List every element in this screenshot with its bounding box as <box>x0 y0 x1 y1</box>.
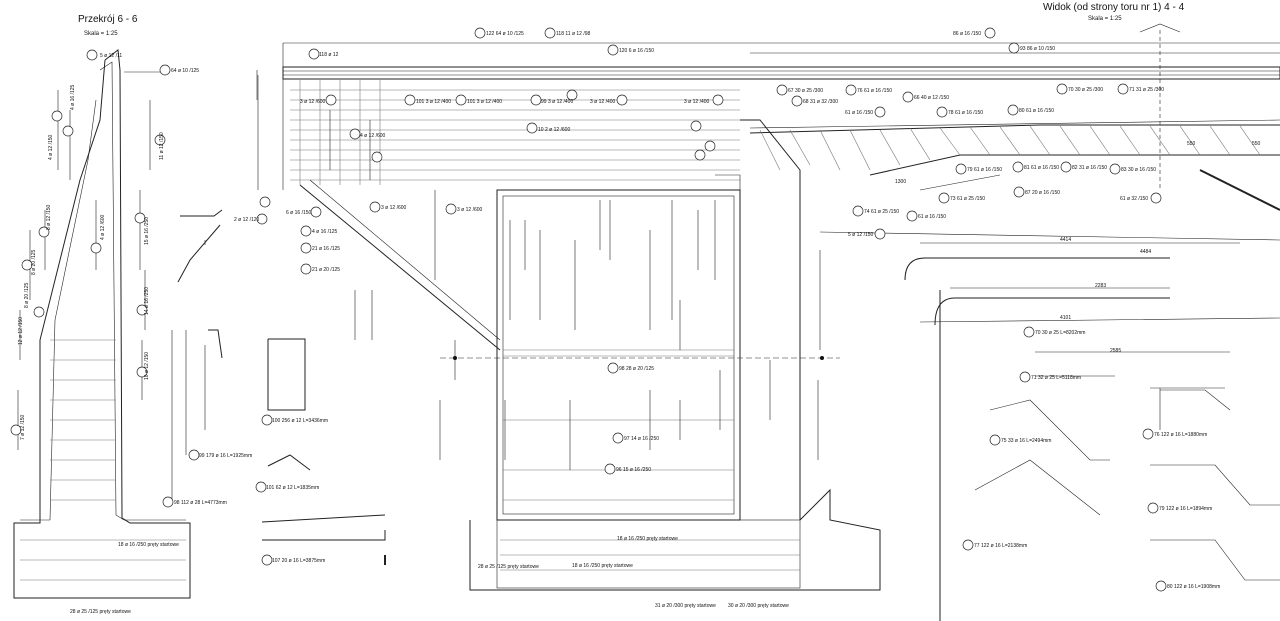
svg-text:7 ø 12 /150: 7 ø 12 /150 <box>20 414 26 440</box>
bar-shapes-right: 4414 4484 2283 4101 2585 70 30 ø 25 L=82… <box>904 237 1280 621</box>
svg-text:3 ø 12 /600: 3 ø 12 /600 <box>381 205 407 211</box>
svg-text:64 ø 10 /125: 64 ø 10 /125 <box>171 68 199 74</box>
svg-text:77 122 ø 16 L=2138mm: 77 122 ø 16 L=2138mm <box>974 543 1027 549</box>
svg-text:79 122 ø 16 L=1894mm: 79 122 ø 16 L=1894mm <box>1159 506 1212 512</box>
svg-text:8 ø 20 /125: 8 ø 20 /125 <box>31 249 37 275</box>
svg-text:4 ø 16 /125: 4 ø 16 /125 <box>312 229 338 235</box>
svg-text:10 2 ø 12 /600: 10 2 ø 12 /600 <box>538 127 570 133</box>
svg-text:68 31 ø 32 /300: 68 31 ø 32 /300 <box>803 99 838 105</box>
svg-text:80 61 ø 16 /150: 80 61 ø 16 /150 <box>1019 108 1054 114</box>
svg-text:100 256 ø 12 L=3436mm: 100 256 ø 12 L=3436mm <box>272 418 328 424</box>
svg-text:8 ø 12 /150: 8 ø 12 /150 <box>46 204 52 230</box>
svg-text:6 ø 16 /150: 6 ø 16 /150 <box>286 210 312 216</box>
svg-text:2283: 2283 <box>1095 283 1106 289</box>
svg-text:14 ø 16 /250: 14 ø 16 /250 <box>144 287 150 315</box>
svg-text:107 20 ø 16 L=3875mm: 107 20 ø 16 L=3875mm <box>272 558 325 564</box>
svg-text:2585: 2585 <box>1110 348 1121 354</box>
svg-text:550: 550 <box>1252 141 1261 147</box>
svg-text:11 ø 12 /150: 11 ø 12 /150 <box>159 132 165 160</box>
svg-text:96 15 ø 16 /250: 96 15 ø 16 /250 <box>616 467 651 473</box>
svg-text:101 62 ø 12 L=1835mm: 101 62 ø 12 L=1835mm <box>266 485 319 491</box>
main-view: 122 64 ø 10 /125 118 11 ø 12 /98 120 6 ø… <box>234 27 1280 609</box>
svg-text:4 ø 16 /125: 4 ø 16 /125 <box>70 84 76 110</box>
svg-text:99 3 ø 12 /400: 99 3 ø 12 /400 <box>541 99 573 105</box>
svg-text:70 30 ø 25 L=8202mm: 70 30 ø 25 L=8202mm <box>1035 330 1085 336</box>
view-4-4: Widok (od strony toru nr 1) 4 - 4 Skala … <box>749 2 1280 241</box>
svg-text:87 20 ø 16 /150: 87 20 ø 16 /150 <box>1025 190 1060 196</box>
svg-text:71 31 ø 25 /300: 71 31 ø 25 /300 <box>1129 87 1164 93</box>
svg-text:1300: 1300 <box>895 179 906 185</box>
svg-text:8 ø 20 /125: 8 ø 20 /125 <box>24 282 30 308</box>
svg-text:3 ø 12 /600: 3 ø 12 /600 <box>300 99 326 105</box>
svg-text:76 122 ø 16 L=1880mm: 76 122 ø 16 L=1880mm <box>1154 432 1207 438</box>
svg-text:82 31 ø 16 /150: 82 31 ø 16 /150 <box>1072 165 1107 171</box>
svg-text:75 33 ø 16 L=2494mm: 75 33 ø 16 L=2494mm <box>1001 438 1051 444</box>
svg-text:97 14 ø 16 /250: 97 14 ø 16 /250 <box>624 436 659 442</box>
svg-text:3 ø 12 /400: 3 ø 12 /400 <box>684 99 710 105</box>
section-6-6: Przekrój 6 - 6 Skala = 1:25 <box>10 14 199 615</box>
svg-text:71 32 ø 25 L=5118mm: 71 32 ø 25 L=5118mm <box>1031 375 1081 381</box>
svg-text:67 30 ø 25 /300: 67 30 ø 25 /300 <box>788 88 823 94</box>
svg-text:5 ø 12 /11: 5 ø 12 /11 <box>100 53 122 59</box>
svg-text:70 30 ø 25 /300: 70 30 ø 25 /300 <box>1068 87 1103 93</box>
svg-text:4 ø 12 /600: 4 ø 12 /600 <box>100 214 106 240</box>
svg-text:99 179 ø 16 L=1925mm: 99 179 ø 16 L=1925mm <box>199 453 252 459</box>
svg-text:80 122 ø 16 L=1908mm: 80 122 ø 16 L=1908mm <box>1167 584 1220 590</box>
svg-text:74 61 ø 25 /150: 74 61 ø 25 /150 <box>864 209 899 215</box>
svg-text:118 ø 12: 118 ø 12 <box>319 52 339 58</box>
svg-text:21 ø 16 /125: 21 ø 16 /125 <box>312 246 340 252</box>
svg-text:21 ø 20 /125: 21 ø 20 /125 <box>312 267 340 273</box>
svg-text:10 ø 12 /150: 10 ø 12 /150 <box>144 352 150 380</box>
section-left-title: Przekrój 6 - 6 <box>78 14 138 25</box>
svg-text:73 61 ø 25 /150: 73 61 ø 25 /150 <box>950 196 985 202</box>
svg-text:98 28 ø 20 /125: 98 28 ø 20 /125 <box>619 366 654 372</box>
svg-text:5 ø 12 /150: 5 ø 12 /150 <box>848 232 874 238</box>
svg-text:122 64 ø 10 /125: 122 64 ø 10 /125 <box>486 31 524 37</box>
svg-text:86 ø 16 /150: 86 ø 16 /150 <box>953 31 981 37</box>
svg-text:4101: 4101 <box>1060 315 1071 321</box>
svg-text:76 61 ø 16 /150: 76 61 ø 16 /150 <box>857 88 892 94</box>
svg-text:61 ø 16 /150: 61 ø 16 /150 <box>918 214 946 220</box>
svg-text:3 ø 12 /400: 3 ø 12 /400 <box>590 99 616 105</box>
section-right-scale: Skala = 1:25 <box>1088 16 1122 22</box>
svg-text:18 ø 16 /250 pręty startowe: 18 ø 16 /250 pręty startowe <box>118 542 179 548</box>
svg-text:101 3 ø 12 /400: 101 3 ø 12 /400 <box>416 99 451 105</box>
svg-text:78 61 ø 16 /150: 78 61 ø 16 /150 <box>948 110 983 116</box>
svg-text:101 3 ø 12 /400: 101 3 ø 12 /400 <box>467 99 502 105</box>
svg-text:3 ø 12 /600: 3 ø 12 /600 <box>457 207 483 213</box>
svg-text:120 6 ø 16 /150: 120 6 ø 16 /150 <box>619 48 654 54</box>
svg-text:81 61 ø 16 /150: 81 61 ø 16 /150 <box>1024 165 1059 171</box>
svg-text:4414: 4414 <box>1060 237 1071 243</box>
svg-text:4 ø 12 /600: 4 ø 12 /600 <box>360 133 386 139</box>
svg-text:79 61 ø 16 /150: 79 61 ø 16 /150 <box>967 167 1002 173</box>
svg-text:66 40 ø 12 /150: 66 40 ø 12 /150 <box>914 95 949 101</box>
svg-text:98 112 ø 28 L=4773mm: 98 112 ø 28 L=4773mm <box>174 500 227 506</box>
section-left-scale: Skala = 1:25 <box>84 31 118 37</box>
svg-text:118 11 ø 12 /98: 118 11 ø 12 /98 <box>556 31 591 37</box>
svg-text:18 ø 16 /250 pręty startowe: 18 ø 16 /250 pręty startowe <box>617 536 678 542</box>
svg-text:550: 550 <box>1187 141 1196 147</box>
svg-text:4 ø 12 /150: 4 ø 12 /150 <box>48 134 54 160</box>
svg-text:93 86 ø 10 /150: 93 86 ø 10 /150 <box>1020 46 1055 52</box>
svg-text:4484: 4484 <box>1140 249 1151 255</box>
svg-text:28 ø 25 /125 pręty startowe: 28 ø 25 /125 pręty startowe <box>478 564 539 570</box>
svg-text:31 ø 20 /300 pręty startowe: 31 ø 20 /300 pręty startowe <box>655 603 716 609</box>
svg-text:28 ø 25 /125 pręty startowe: 28 ø 25 /125 pręty startowe <box>70 609 131 615</box>
section-right-title: Widok (od strony toru nr 1) 4 - 4 <box>1043 2 1185 13</box>
svg-text:61 ø 32 /150: 61 ø 32 /150 <box>1120 196 1148 202</box>
svg-text:12 ø 12 /150: 12 ø 12 /150 <box>18 317 24 345</box>
svg-text:18 ø 16 /250 pręty startowe: 18 ø 16 /250 pręty startowe <box>572 563 633 569</box>
svg-text:15 ø 16 /250: 15 ø 16 /250 <box>144 217 150 245</box>
svg-text:30 ø 20 /300 pręty startowe: 30 ø 20 /300 pręty startowe <box>728 603 789 609</box>
svg-text:61 ø 16 /150: 61 ø 16 /150 <box>845 110 873 116</box>
svg-text:83 30 ø 16 /150: 83 30 ø 16 /150 <box>1121 167 1156 173</box>
bar-details-left: 100 256 ø 12 L=3436mm 101 62 ø 12 L=1835… <box>162 209 386 566</box>
svg-text:2 ø 12 /120: 2 ø 12 /120 <box>234 217 260 223</box>
